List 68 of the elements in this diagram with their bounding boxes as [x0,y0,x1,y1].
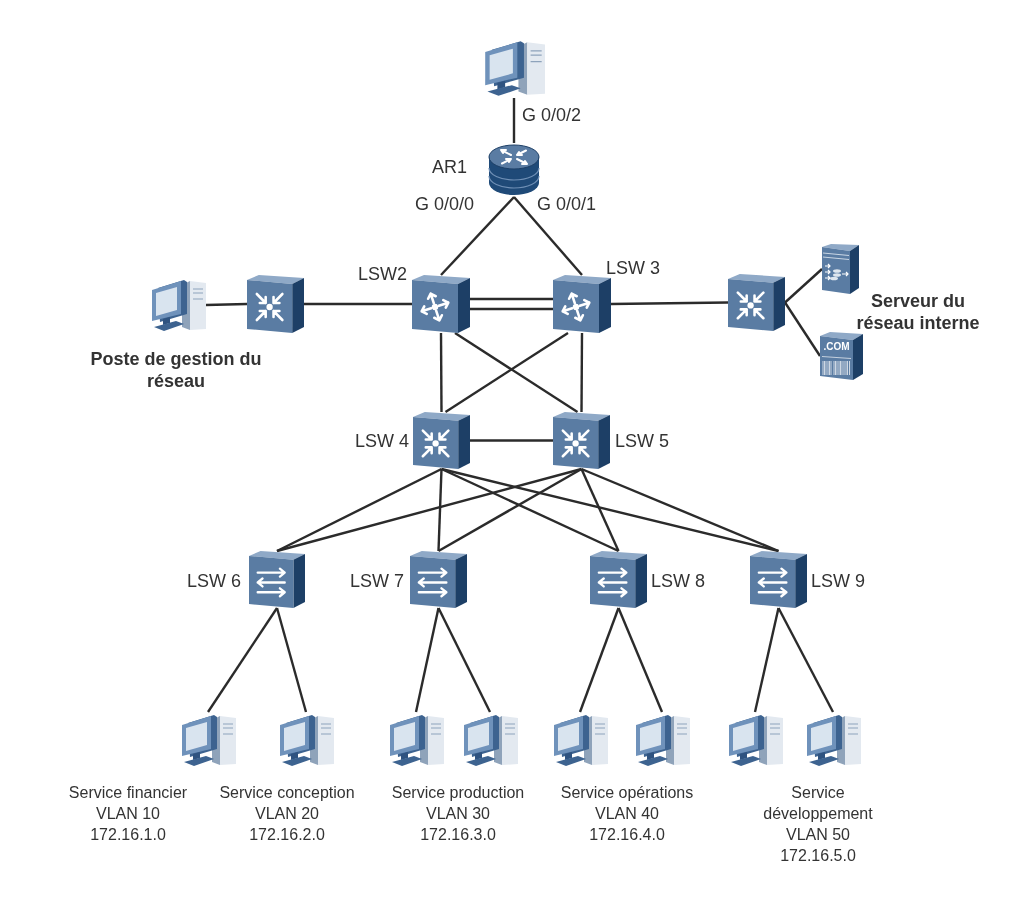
connection-line [439,333,443,412]
connection-line [470,439,553,442]
device-name: LSW 6 [187,570,242,592]
computer-icon [805,712,861,768]
computer-icon [278,712,334,768]
connection-line [753,607,780,713]
connection-line [581,467,779,553]
connection-line [437,607,492,713]
connection-line [580,468,620,552]
department-label: Service développement VLAN 50 172.16.5.0 [762,783,874,866]
device-name: LSW 8 [651,570,706,592]
computer-icon [727,712,783,768]
server-label: .COM [822,341,851,353]
switch-icon [590,551,647,608]
connection-line [441,467,619,553]
device-name: LSW 9 [811,570,866,592]
switch-icon [249,551,305,608]
connection-line [205,302,248,307]
connection-line [578,607,620,713]
connection-line [414,607,440,713]
connection-line [617,607,664,713]
connection-line [470,297,553,301]
department-label: Service financier VLAN 10 172.16.1.0 [67,783,189,845]
department-label: Service conception VLAN 20 172.16.2.0 [218,783,356,845]
connection-line [513,196,583,276]
computer-icon [552,712,608,768]
connection-line [207,607,278,713]
server-icon [822,244,859,294]
connection-line [777,607,835,713]
connection-line [437,468,443,552]
connection-line [276,467,443,553]
device-name: LSW 5 [615,430,670,452]
device-name: AR1 [432,156,467,178]
switch-icon [412,275,470,333]
connection-line [440,196,515,276]
computer-icon [634,712,690,768]
connection-line [580,333,584,412]
department-label: Service production VLAN 30 172.16.3.0 [390,783,526,845]
computer-icon [462,712,518,768]
workstation-caption: Poste de gestion du réseau [89,348,263,392]
computer-icon [150,277,206,333]
connection-line [784,301,821,357]
connection-line [470,307,553,311]
connection-line [611,301,728,306]
switch-icon [750,551,807,608]
switch-icon [553,275,611,333]
switch-icon [413,412,470,469]
connection-line [512,98,516,143]
device-name: LSW2 [358,263,408,285]
connection-line [275,607,308,713]
department-label: Service opérations VLAN 40 172.16.4.0 [559,783,695,845]
connection-line [437,467,583,553]
server-caption: Serveur du réseau interne [855,290,981,334]
computer-icon [180,712,236,768]
device-name: LSW 3 [606,257,661,279]
switch-icon [553,412,610,469]
switch-icon [410,551,467,608]
connection-line [276,467,582,553]
switch-icon [728,274,785,331]
switch-icon [247,275,304,333]
connection-line [784,268,823,304]
connection-line [304,302,412,306]
device-name: LSW 7 [350,570,405,592]
router-icon [488,143,540,197]
computer-icon [388,712,444,768]
device-name: LSW 4 [355,430,410,452]
connection-line [441,467,779,553]
computer-icon [483,38,545,98]
